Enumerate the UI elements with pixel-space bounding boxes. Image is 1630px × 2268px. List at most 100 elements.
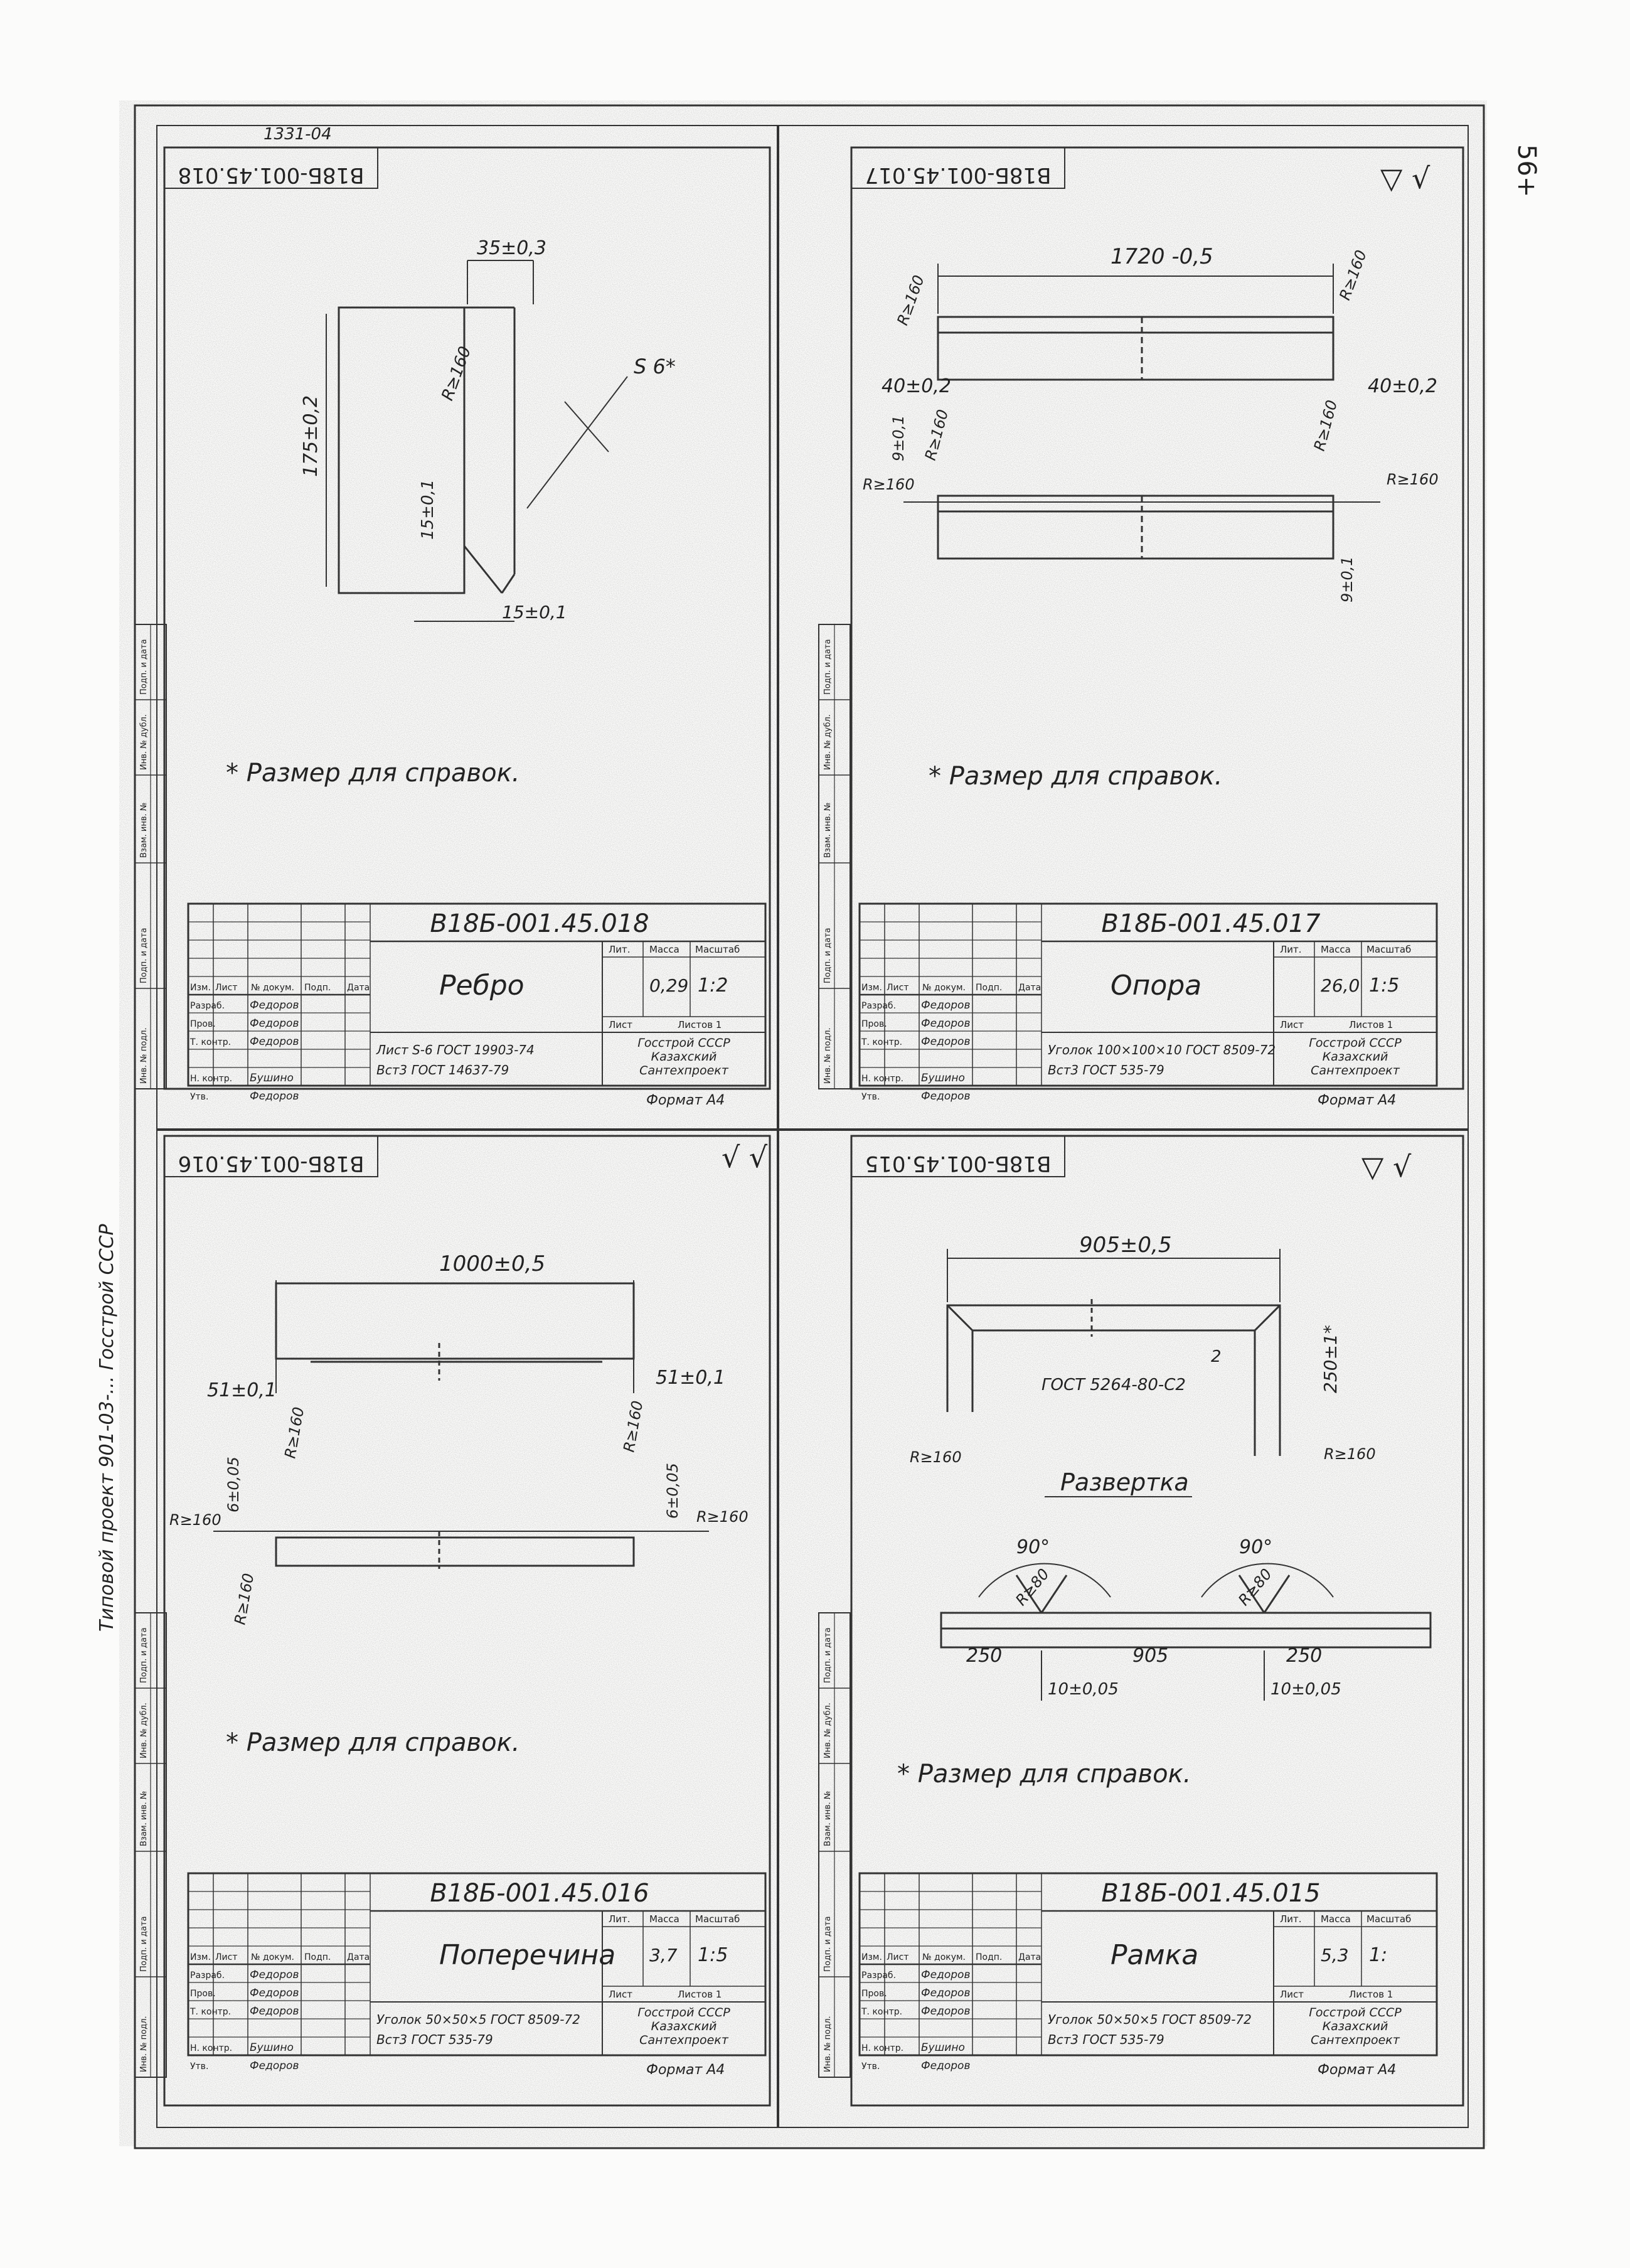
dimension-label: 6±0,05 <box>225 1457 242 1512</box>
role-label: Утв. <box>861 1092 880 1102</box>
column-header: Подп. <box>976 1952 1002 1962</box>
person-name: Федоров <box>921 1090 970 1103</box>
role-label: Пров. <box>190 1019 216 1029</box>
lit-header: Лит. <box>609 944 631 955</box>
organization-line: Госстрой СССР <box>637 1036 730 1050</box>
column-header: Изм. <box>861 1952 882 1962</box>
scale-value: 1: <box>1369 1944 1387 1966</box>
dimension-label: 250±1* <box>1320 1325 1341 1393</box>
designation: В18Б-001.45.017 <box>1101 909 1321 938</box>
material-line: Вст3 ГОСТ 535-79 <box>1048 1062 1164 1078</box>
part-name: Ребро <box>439 970 525 1002</box>
dimension-label: 10±0,05 <box>1270 1680 1341 1699</box>
dimension-label: 90° <box>1239 1536 1272 1558</box>
role-label: Н. контр. <box>861 1074 903 1084</box>
stamp-label: Подп. и дата <box>823 1627 833 1683</box>
sheet-label: Лист <box>1280 1019 1304 1030</box>
stamp-label: Подп. и дата <box>139 1916 149 1972</box>
roughness-icon: ▽ √ <box>1380 161 1430 195</box>
dimension-label: Развертка <box>1060 1468 1189 1496</box>
organization-line: Госстрой СССР <box>637 2006 730 2019</box>
dimension-label: ГОСТ 5264-80-С2 <box>1041 1376 1186 1394</box>
mass-header: Масса <box>1321 944 1351 955</box>
scale-header: Масштаб <box>1366 1913 1411 1925</box>
mass-value: 26,0 <box>1321 975 1360 996</box>
scale-header: Масштаб <box>1366 944 1411 955</box>
reference-note: * Размер для справок. <box>226 759 519 788</box>
stamp-label: Инв. № подл. <box>139 2016 149 2072</box>
role-label: Т. контр. <box>861 1037 902 1047</box>
reference-note: * Размер для справок. <box>897 1760 1191 1789</box>
scale-value: 1:5 <box>1369 975 1399 997</box>
dimension-label: 51±0,1 <box>207 1379 277 1401</box>
material-line: Вст3 ГОСТ 535-79 <box>1048 2032 1164 2047</box>
format-label: Формат А4 <box>1318 2062 1396 2078</box>
role-label: Пров. <box>861 1989 887 1999</box>
dimension-label: R≥160 <box>1387 471 1439 488</box>
dimension-label: S 6* <box>634 355 676 378</box>
dimension-label: 90° <box>1016 1536 1050 1558</box>
dimension-label: 35±0,3 <box>477 237 546 259</box>
column-header: Подп. <box>304 983 331 993</box>
dimension-label: 175±0,2 <box>300 395 322 477</box>
material-line: Уголок 50×50×5 ГОСТ 8509-72 <box>1048 2012 1252 2027</box>
dimension-label: 905 <box>1132 1645 1168 1667</box>
organization-line: Сантехпроект <box>639 1064 729 1078</box>
outer-frame <box>134 104 1485 2149</box>
stamp-label: Инв. № подл. <box>823 2016 833 2072</box>
role-label: Н. контр. <box>190 2043 232 2053</box>
top-number: 1331-04 <box>264 125 332 144</box>
page-number: 56+ <box>1512 144 1541 197</box>
person-name: Федоров <box>250 999 299 1012</box>
drawing-frame-015 <box>850 1135 1464 2107</box>
dimension-label: R≥160 <box>910 1448 962 1466</box>
dimension-label: 6±0,05 <box>664 1463 681 1519</box>
organization-line: Казахский <box>651 1050 717 1064</box>
roughness-icon: √ √ <box>722 1140 768 1174</box>
stamp-label: Взам. инв. № <box>823 803 833 858</box>
person-name: Федоров <box>921 999 970 1012</box>
mass-value: 3,7 <box>649 1945 678 1966</box>
person-name: Бушино <box>921 2041 965 2054</box>
stamp-label: Инв. № дубл. <box>823 1703 833 1758</box>
column-header: № докум. <box>251 1952 294 1962</box>
roughness-icon: ▽ √ <box>1361 1150 1412 1184</box>
role-label: Н. контр. <box>190 1074 232 1084</box>
sheet-label: Лист <box>609 1019 632 1030</box>
material-line: Лист S-6 ГОСТ 19903-74 <box>376 1042 535 1057</box>
person-name: Федоров <box>250 1969 299 1981</box>
sheets-label: Листов 1 <box>1349 1019 1393 1030</box>
dimension-label: 15±0,1 <box>502 602 567 623</box>
sheets-label: Листов 1 <box>678 1019 722 1030</box>
dimension-label: 40±0,2 <box>1368 375 1437 397</box>
person-name: Федоров <box>921 1969 970 1981</box>
sheet-label: Лист <box>1280 1989 1304 2000</box>
column-header: № докум. <box>251 983 294 993</box>
part-drawing-017 <box>903 264 1380 560</box>
material-line: Уголок 100×100×10 ГОСТ 8509-72 <box>1048 1042 1276 1057</box>
organization-line: Сантехпроект <box>1311 1064 1400 1078</box>
lit-header: Лит. <box>1280 944 1302 955</box>
drawing-frame-018 <box>163 146 771 1090</box>
part-drawing-015 <box>940 1249 1432 1701</box>
person-name: Федоров <box>250 2005 299 2018</box>
dimension-label: R≥160 <box>863 476 915 493</box>
dimension-label: R≥160 <box>696 1508 748 1526</box>
person-name: Федоров <box>250 1090 299 1103</box>
role-label: Утв. <box>190 1092 208 1102</box>
person-name: Федоров <box>921 1035 970 1048</box>
person-name: Федоров <box>921 2060 970 2072</box>
stamp-label: Инв. № дубл. <box>139 714 149 770</box>
organization-line: Госстрой СССР <box>1309 1036 1402 1050</box>
side-note: Типовой проект 901-03-... Госстрой СССР <box>96 1224 118 1632</box>
organization-line: Сантехпроект <box>1311 2033 1400 2047</box>
column-header: Подп. <box>304 1952 331 1962</box>
lit-header: Лит. <box>609 1913 631 1925</box>
part-name: Опора <box>1111 970 1201 1002</box>
person-name: Федоров <box>921 1987 970 1999</box>
person-name: Федоров <box>250 1987 299 1999</box>
